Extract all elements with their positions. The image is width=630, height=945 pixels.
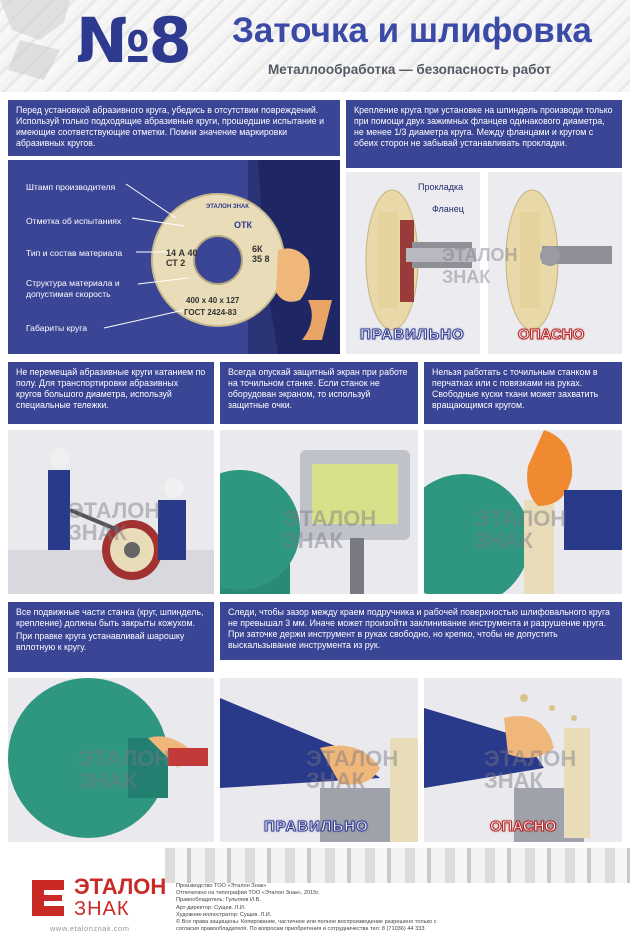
page-title: Заточка и шлифовка <box>232 11 592 50</box>
poster-number-badge: №8 <box>0 0 200 88</box>
brand-logo-icon <box>32 880 64 916</box>
page-subtitle: Металлообработка — безопасность работ <box>268 62 552 77</box>
legend-item-type: Тип и состав материала <box>26 248 123 258</box>
wheel-dims-mark: 400 x 40 x 127 <box>186 296 240 305</box>
label-correct: ПРАВИЛЬНО <box>264 818 369 836</box>
brand-name-line2: ЗНАК <box>74 898 130 920</box>
correct-sharpening-illustration <box>220 698 418 842</box>
label-correct: ПРАВИЛЬНО <box>360 326 465 344</box>
section-2-text: Крепление круга при установке на шпиндел… <box>346 100 622 168</box>
section-6-paragraph-1: Все подвижные части станка (круг, шпинде… <box>16 607 204 628</box>
label-danger: ОПАСНО <box>489 818 557 836</box>
header-background <box>0 0 630 92</box>
grunge-badge-icon <box>0 0 70 80</box>
section-5-text: Нельзя работать с точильным станком в пе… <box>424 362 622 424</box>
legend-item-structure: Структура материала и допустимая скорост… <box>26 278 120 299</box>
wheel-grade-mark: 6К 35 8 <box>252 244 270 264</box>
label-danger: ОПАСНО <box>517 326 585 344</box>
section-6-paragraph-2: При правке круга устанавливай шарошку вп… <box>16 631 185 652</box>
dangerous-sharpening-illustration <box>424 694 590 842</box>
section-7-text: Следи, чтобы зазор между краем подручник… <box>220 602 622 660</box>
covered-grinder-illustration <box>8 678 208 838</box>
legend-item-dimensions: Габариты круга <box>26 323 87 333</box>
footer-grunge <box>165 848 630 883</box>
credits: Производство ТОО «Эталон Знак» Отпечатан… <box>176 883 437 933</box>
section-5-paragraph: Нельзя работать с точильным станком в пе… <box>432 367 599 410</box>
section-3-paragraph: Не перемещай абразивные круги катанием п… <box>16 367 206 410</box>
flange-comparison-illustration <box>365 172 612 354</box>
section-1-text: Перед установкой абразивного круга, убед… <box>8 100 340 156</box>
legend-item-stamp: Штамп производителя <box>26 182 116 192</box>
legend-item-test: Отметка об испытаниях <box>26 216 122 226</box>
wheel-type-mark: 14 А 40 СТ 2 <box>166 248 198 268</box>
wheel-gost-mark: ГОСТ 2424-83 <box>184 308 237 317</box>
section-7-paragraph: Следи, чтобы зазор между краем подручник… <box>228 607 610 650</box>
website-link[interactable]: www.etalonznak.com <box>50 924 130 933</box>
workers-trolley-illustration <box>8 448 214 594</box>
glove-hand-illustration <box>424 430 622 594</box>
section-2-paragraph: Крепление круга при установке на шпиндел… <box>354 105 613 148</box>
section-4-text: Всегда опускай защитный экран при работе… <box>220 362 418 424</box>
wheel-test-mark: ОТК <box>234 220 252 230</box>
poster-number: №8 <box>76 4 192 77</box>
section-1-paragraph: Перед установкой абразивного круга, убед… <box>16 105 324 148</box>
wheel-marking-panel: ЭТАЛОН ЗНАК ОТК 14 А 40 СТ 2 6К 35 8 400… <box>8 160 340 354</box>
gasket-label: Прокладка <box>418 182 464 192</box>
wheel-stamp-text: ЭТАЛОН ЗНАК <box>206 204 249 210</box>
worker-holding-wheel-illustration <box>103 160 340 354</box>
section-4-paragraph: Всегда опускай защитный экран при работе… <box>228 367 408 410</box>
section-6-text: Все подвижные части станка (круг, шпинде… <box>8 602 214 672</box>
section-3-text: Не перемещай абразивные круги катанием п… <box>8 362 214 424</box>
brand-name-line1: ЭТАЛОН <box>74 874 167 899</box>
flange-label: Фланец <box>432 204 464 214</box>
grinder-screen-illustration <box>220 450 410 594</box>
